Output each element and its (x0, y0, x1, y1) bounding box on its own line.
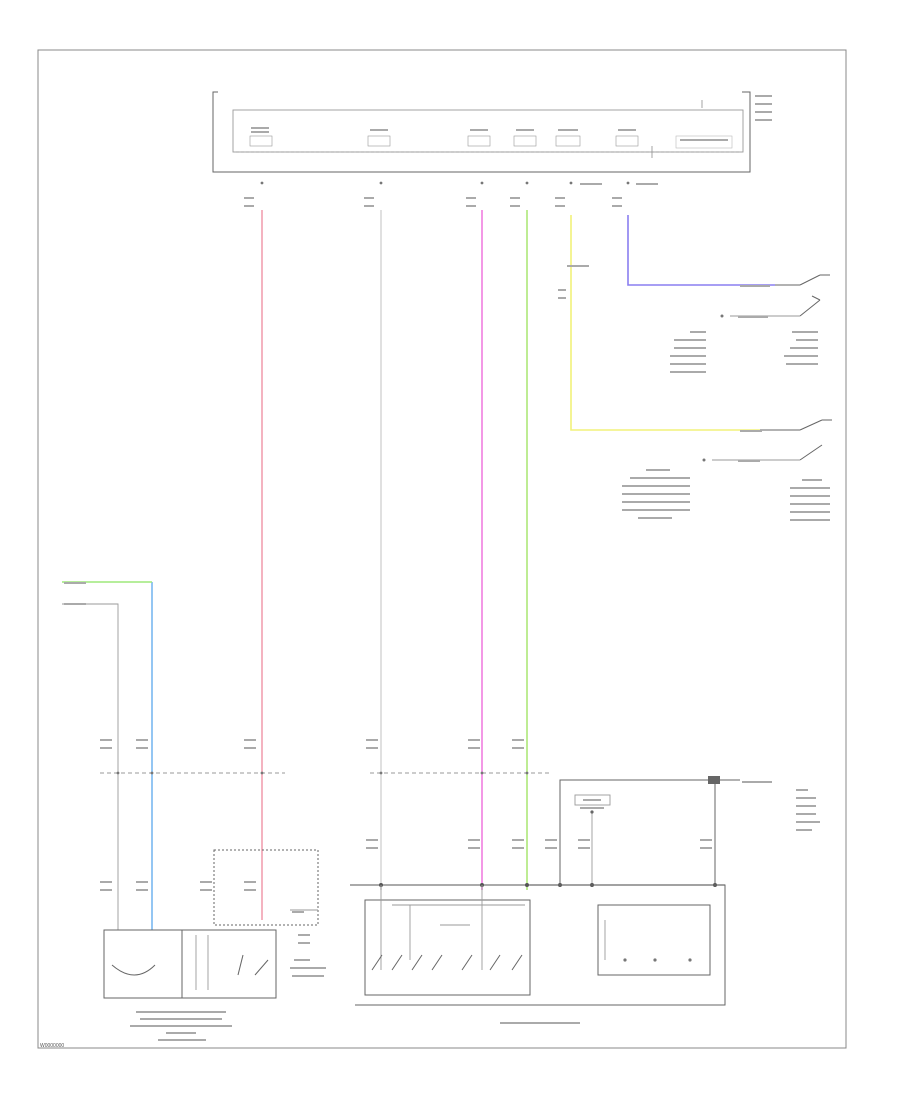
wire-yellow (570, 215, 760, 431)
bottom-left-component (103, 849, 319, 999)
wire-violet (627, 215, 775, 286)
switch-lower (702, 419, 832, 462)
footer-code: W0000000 (40, 1043, 64, 1049)
module-pins (260, 181, 630, 185)
diagram-border (37, 49, 847, 1049)
label-marks (64, 95, 830, 1041)
switch-upper (720, 274, 830, 318)
ground-loop (559, 776, 740, 885)
switch-assembly (355, 884, 726, 1006)
connector-arrows (116, 771, 529, 775)
top-module (212, 91, 751, 173)
